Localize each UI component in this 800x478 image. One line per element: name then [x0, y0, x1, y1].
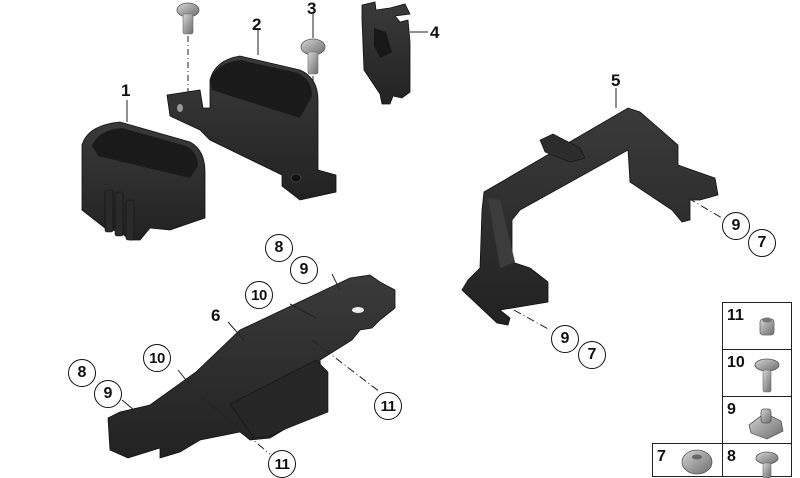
part-1-shape: [81, 121, 206, 241]
callout-9: 9: [290, 256, 318, 284]
part-5-shape: [461, 107, 719, 326]
part-6-shape: [107, 274, 396, 459]
callout-7: 7: [748, 229, 776, 257]
legend-number: 10: [727, 354, 745, 371]
spring-nut-clip-icon: [748, 408, 784, 440]
callout-10: 10: [245, 281, 273, 309]
part-label-6: 6: [211, 306, 221, 325]
callout-9: 9: [551, 325, 579, 353]
legend-cell-10: 10: [722, 349, 792, 397]
screw-icon: [300, 38, 326, 75]
hex-nut-icon: [759, 317, 775, 336]
callout-8: 8: [265, 234, 293, 262]
callout-8: 8: [68, 359, 96, 387]
callout-9: 9: [722, 212, 750, 240]
part-4-shape: [361, 1, 411, 105]
callout-9: 9: [94, 380, 122, 408]
legend-cell-7: 7: [652, 443, 723, 477]
part-label-2: 2: [252, 15, 262, 34]
part-label-3: 3: [307, 0, 317, 18]
part-label-5: 5: [611, 71, 621, 90]
legend-number: 11: [727, 307, 744, 324]
part-2-shape: [166, 55, 337, 201]
part-label-4: 4: [430, 23, 440, 42]
dome-nut-icon: [681, 449, 713, 475]
legend-number: 7: [657, 448, 666, 465]
callout-11: 11: [374, 392, 402, 420]
legend-cell-9: 9: [722, 396, 792, 444]
legend-number: 9: [727, 401, 736, 418]
legend-number: 8: [727, 448, 736, 465]
flange-screw-icon: [754, 358, 780, 393]
screw-icon: [176, 2, 200, 35]
callout-7: 7: [578, 341, 606, 369]
legend-cell-8: 8: [722, 443, 792, 478]
callout-10: 10: [143, 344, 171, 372]
part-label-1: 1: [121, 81, 131, 100]
legend-cell-11: 11: [722, 302, 792, 350]
flange-screw-short-icon: [755, 451, 779, 478]
callout-11: 11: [268, 450, 296, 478]
